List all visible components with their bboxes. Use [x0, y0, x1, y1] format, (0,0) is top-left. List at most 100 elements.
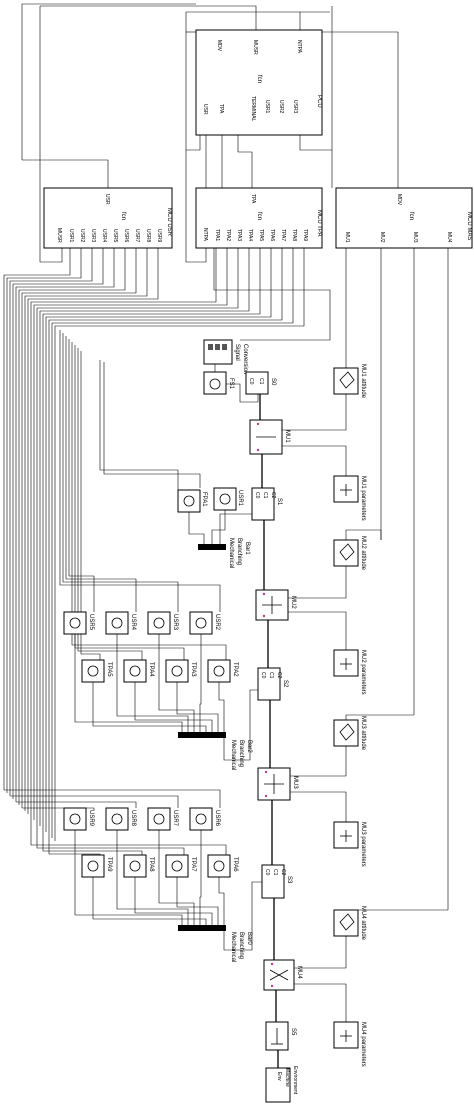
mcu-usr-fcn-label: fcn	[120, 212, 126, 220]
mu3-label: MU3	[292, 776, 298, 789]
mu2-attitude-block[interactable]: MU2 attitude	[333, 536, 366, 571]
tpa5-actuator-block[interactable]: TPA5	[81, 659, 112, 683]
s3-joint-block[interactable]: C0 C1 C2 S3	[261, 864, 292, 899]
tpa6-actuator-block[interactable]: TPA6	[207, 854, 238, 878]
mcu-usr-port-usr9: USR9	[156, 229, 162, 243]
s3-port-c2: C2	[280, 869, 286, 876]
mu1-block[interactable]: MU1	[249, 419, 290, 455]
branch1-label-2: Branching	[236, 538, 242, 565]
tpa2-actuator-block[interactable]: TPA2	[207, 659, 238, 683]
mu4-parameters-block[interactable]: MU4 parameters	[333, 1021, 366, 1067]
mcu-tpa-title: MCU TPA	[316, 210, 322, 236]
tpa9-label: TPA9	[106, 857, 112, 872]
mcu-tpa-fcn-label: fcn	[256, 212, 262, 220]
mu3-attitude-block[interactable]: MU3 attitude	[333, 716, 366, 751]
tpa4-label: TPA4	[148, 662, 154, 677]
mu4-attitude-block[interactable]: MU4 attitude	[333, 906, 366, 941]
usr3-actuator-block[interactable]: USR3	[147, 611, 178, 635]
mcu-mas-port-mu1: MU1	[344, 232, 350, 243]
branch1-label-1: Mechanical	[228, 538, 234, 568]
pcu-block[interactable]: PCU fcn NTPA MUSR MDV USR TPA TERMINAL U…	[195, 29, 323, 136]
s1-port-c1: C1	[262, 492, 268, 499]
mu3-parameters-block[interactable]: MU3 parameters	[333, 821, 366, 867]
signal-conversion-block[interactable]: Signal Conversion	[203, 339, 248, 374]
usr4-actuator-block[interactable]: USR4	[105, 611, 136, 635]
env-label-2: Machine	[284, 1068, 290, 1087]
s2-joint-block[interactable]: C0 C1 C2 S2	[257, 667, 288, 701]
mcu-usr-port-usr8: USR8	[145, 229, 151, 243]
fpa1-actuator-block[interactable]: FPA1	[177, 489, 207, 513]
tpa2-label: TPA2	[232, 662, 238, 677]
mcu-tpa-block[interactable]: MCU TPA fcn TPA NTPA TPA1 TPA2 TPA3 TPA4…	[195, 187, 323, 249]
usr5-actuator-block[interactable]: USR5	[63, 611, 94, 635]
branch0-label-3: Bar0	[246, 932, 252, 945]
mcu-usr-port-musr: MUSR	[56, 228, 62, 243]
usr7-label: USR7	[172, 810, 178, 827]
pcu-port-usr3: USR3	[292, 100, 298, 114]
mcu-tpa-port-tpa8: TPA8	[291, 229, 297, 241]
mu1-label: MU1	[284, 430, 290, 443]
mu3-block[interactable]: MU3	[257, 767, 298, 801]
usr8-actuator-block[interactable]: USR8	[105, 807, 136, 831]
pcu-port-mdv: MDV	[216, 40, 222, 52]
tpa3-actuator-block[interactable]: TPA3	[165, 659, 196, 683]
usr1-actuator-block[interactable]: USR1	[213, 487, 243, 511]
mu4-parameters-wire	[294, 983, 347, 1022]
mcu-usr-out-label: USR	[104, 194, 110, 205]
mu1-parameters-block[interactable]: MU1 parameters	[333, 475, 366, 521]
mu4-label: MU4	[296, 966, 302, 979]
s5-label: S5	[290, 1028, 296, 1036]
usr9-actuator-block[interactable]: USR9	[63, 807, 94, 831]
s1-port-c0: C0	[254, 492, 260, 499]
mcu-mas-title: MCU MAS	[466, 212, 472, 240]
mu4-attitude-label: MU4 attitude	[360, 906, 366, 941]
mcu-usr-block[interactable]: MCU USR fcn USR MUSR USR1 USR2 USR3 USR4…	[43, 187, 173, 249]
usr6-actuator-block[interactable]: USR6	[189, 807, 220, 831]
fs1-sensor-block[interactable]: FS1	[203, 371, 234, 395]
mcu-tpa-port-tpa5: TPA5	[258, 229, 264, 241]
s2-label: S2	[282, 680, 288, 688]
s0-port-c0: C0	[248, 378, 254, 385]
mu2-parameters-block[interactable]: MU2 parameters	[333, 649, 366, 695]
tpa5-label: TPA5	[106, 662, 112, 677]
pcu-title: PCU	[316, 95, 322, 108]
env-label-1: Env	[276, 1072, 282, 1081]
machine-environment-block[interactable]: Env Machine Environment	[265, 1066, 298, 1103]
mu4-block[interactable]: MU4	[263, 959, 302, 991]
control-wiring	[21, 3, 449, 910]
main-trunk	[259, 394, 279, 1068]
tpa8-label: TPA8	[148, 857, 154, 872]
s0-joint-block[interactable]: C0 C1 S0	[245, 371, 276, 395]
usr2-actuator-block[interactable]: USR2	[189, 611, 220, 635]
mu4-parameters-label: MU4 parameters	[360, 1022, 366, 1067]
s3-port-c0: C0	[264, 869, 270, 876]
mu1-attitude-wire	[282, 394, 347, 431]
s2-port-c0: C0	[260, 672, 266, 679]
usr7-actuator-block[interactable]: USR7	[147, 807, 178, 831]
s2-port-c2: C2	[276, 672, 282, 679]
mcu-usr-port-usr5: USR5	[112, 229, 118, 243]
mu4-attitude-wire	[294, 936, 347, 969]
mu3-mdv-wire	[345, 714, 414, 720]
s5-joint-block[interactable]: S5	[265, 1021, 296, 1051]
fpa1-label: FPA1	[201, 492, 207, 507]
pcu-port-terminal: TERMINAL	[250, 96, 256, 122]
tpa7-actuator-block[interactable]: TPA7	[165, 854, 196, 878]
branch-bar2: Mechanical Branching Bar2	[74, 634, 258, 770]
mu2-block[interactable]: MU2	[255, 589, 296, 621]
mcu-usr-port-usr7: USR7	[134, 229, 140, 243]
mu2-parameters-label: MU2 parameters	[360, 650, 366, 695]
tpa4-actuator-block[interactable]: TPA4	[123, 659, 154, 683]
tpa8-actuator-block[interactable]: TPA8	[123, 854, 154, 878]
mcu-usr-port-usr2: USR2	[79, 229, 85, 243]
signal-conversion-label-2: Conversion	[242, 344, 248, 374]
mcu-tpa-port-tpa7: TPA7	[280, 229, 286, 241]
tpa9-actuator-block[interactable]: TPA9	[81, 854, 112, 878]
mu1-attitude-block[interactable]: MU1 attitude	[333, 364, 366, 399]
usr6-label: USR6	[214, 810, 220, 827]
pcu-port-usr1: USR1	[264, 100, 270, 114]
s1-joint-block[interactable]: C0 C1 C2 S1	[251, 487, 282, 521]
branch-bar3: Mechanical Branching Bar0	[74, 830, 262, 962]
mcu-mas-block[interactable]: MCU MAS fcn MDV MU1 MU2 MU3 MU4	[335, 187, 473, 249]
usr4-label: USR4	[130, 614, 136, 631]
